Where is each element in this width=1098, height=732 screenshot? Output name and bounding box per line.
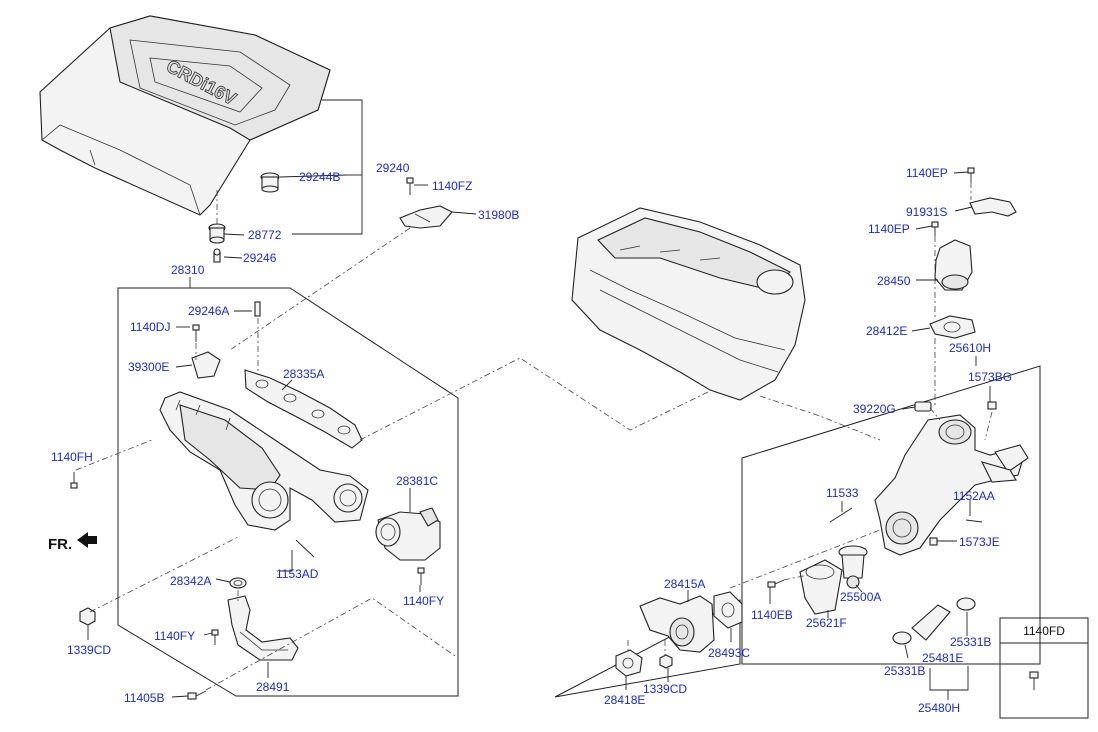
- callout-39300e: 39300E: [128, 360, 169, 374]
- callout-29244b: 29244B: [299, 170, 340, 184]
- egr-adaptor-group: [554, 591, 743, 698]
- callout-1140fz: 1140FZ: [432, 179, 472, 193]
- callout-31980b: 31980B: [478, 208, 519, 222]
- callout-1153ad: 1153AD: [276, 567, 319, 581]
- grommet-28772: [208, 223, 226, 244]
- callout-29240: 29240: [376, 161, 410, 175]
- callout-28412e: 28412E: [866, 324, 907, 338]
- callout-1140ep-mid: 1140EP: [868, 222, 910, 236]
- callout-29246: 29246: [243, 251, 277, 265]
- callout-25500a: 25500A: [840, 590, 881, 604]
- callout-11405b: 11405B: [124, 691, 164, 705]
- callout-91931s: 91931S: [906, 205, 947, 219]
- callout-1140fy-lower: 1140FY: [154, 629, 195, 643]
- callout-29246a: 29246A: [188, 304, 229, 318]
- callout-25480h: 25480H: [918, 701, 960, 715]
- callout-11533: 11533: [826, 486, 859, 500]
- legend-box-1140fd: 1140FD: [999, 617, 1089, 719]
- callout-1140fy-right: 1140FY: [403, 594, 444, 608]
- callout-25621f: 25621F: [806, 616, 847, 630]
- callout-28491: 28491: [256, 680, 290, 694]
- callout-28493c: 28493C: [708, 646, 750, 660]
- front-marker: FR.: [48, 532, 97, 553]
- bracket-31980b: [399, 205, 453, 229]
- engine-block: [571, 207, 806, 401]
- callout-25331b-right: 25331B: [950, 635, 991, 649]
- svg-text:FR.: FR.: [48, 536, 72, 553]
- callout-25331b-left: 25331B: [884, 664, 925, 678]
- callout-28415a: 28415A: [664, 577, 705, 591]
- callout-1339cd-left: 1339CD: [67, 643, 111, 657]
- callout-28310: 28310: [171, 263, 205, 277]
- callout-1152aa: 1152AA: [953, 489, 995, 503]
- svg-text:1140FD: 1140FD: [1023, 624, 1065, 638]
- callout-1140dj: 1140DJ: [130, 320, 170, 334]
- leader-lines: [87, 99, 991, 700]
- callout-28381c: 28381C: [396, 474, 438, 488]
- egr-valve-group: [929, 167, 1017, 339]
- callout-28450: 28450: [877, 274, 911, 288]
- callout-1573je: 1573JE: [959, 535, 1000, 549]
- callout-1573bg: 1573BG: [968, 370, 1012, 384]
- callout-1140ep-top: 1140EP: [906, 166, 948, 180]
- callout-28342a: 28342A: [170, 574, 211, 588]
- callout-25610h: 25610H: [949, 341, 991, 355]
- assembly-lines: [75, 182, 993, 691]
- callout-39220g: 39220G: [853, 402, 896, 416]
- callout-28335a: 28335A: [283, 367, 324, 381]
- thermostat-group: [741, 365, 1041, 665]
- bolt-1140fz: [406, 177, 414, 195]
- callout-1140fh: 1140FH: [51, 450, 93, 464]
- callout-28418e: 28418E: [604, 693, 645, 707]
- callout-28772: 28772: [248, 228, 282, 242]
- engine-cover: CRDi16V: [39, 15, 331, 216]
- grommet-29244b: [260, 172, 280, 193]
- stud-29246: [213, 248, 221, 263]
- intake-manifold-group: [70, 287, 459, 700]
- callout-1140eb: 1140EB: [751, 608, 793, 622]
- callout-25481e: 25481E: [922, 651, 963, 665]
- callout-labels: 29244B 29240 28772 29246 1140FZ 31980B 2…: [51, 161, 1012, 715]
- callout-1339cd-right: 1339CD: [643, 682, 687, 696]
